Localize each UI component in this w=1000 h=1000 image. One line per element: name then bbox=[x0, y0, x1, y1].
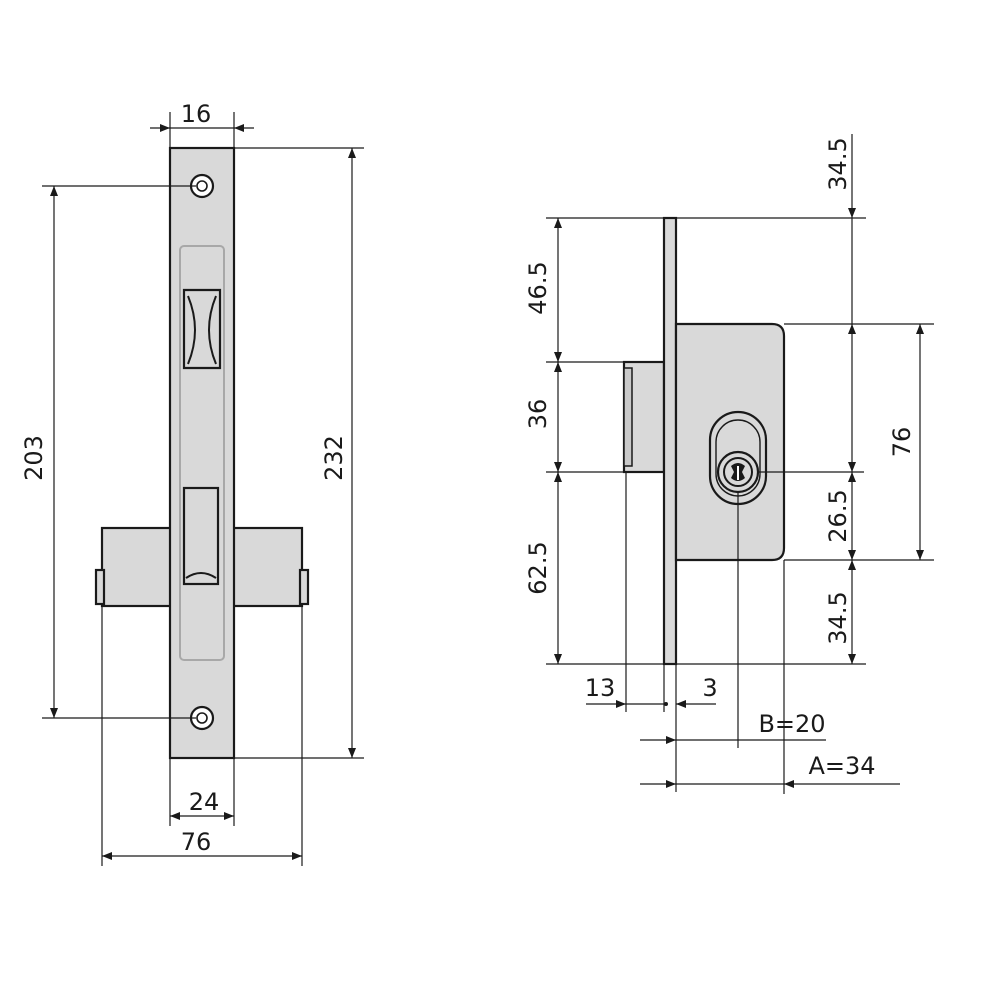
dim-body-height: 76 bbox=[888, 427, 916, 458]
case-right-tab bbox=[298, 568, 310, 606]
dim-backset-b: B=20 bbox=[758, 710, 825, 738]
dim-faceplate-height: 232 bbox=[320, 435, 348, 481]
case-left-tab bbox=[94, 568, 106, 606]
dim-bottom-offset: 34.5 bbox=[824, 591, 852, 644]
dim-upper-height: 46.5 bbox=[524, 261, 552, 314]
dim-plate-thickness: 3 bbox=[702, 674, 717, 702]
side-view: 46.5 36 62.5 34.5 26.5 34.5 76 13 3 B=20 bbox=[524, 134, 934, 794]
dim-backset-a: A=34 bbox=[808, 752, 875, 780]
dim-lower-height: 62.5 bbox=[524, 541, 552, 594]
bottom-screw-hole bbox=[189, 705, 215, 731]
dim-case-width: 76 bbox=[181, 828, 212, 856]
deadbolt bbox=[182, 486, 220, 586]
dim-case-depth: 24 bbox=[189, 788, 220, 816]
dim-faceplate-width: 16 bbox=[181, 100, 212, 128]
faceplate-edge bbox=[662, 216, 678, 666]
dim-bolt-projection: 13 bbox=[585, 674, 616, 702]
keyhole-icon bbox=[716, 450, 760, 494]
dim-screw-spacing: 203 bbox=[20, 435, 48, 481]
dim-top-offset: 34.5 bbox=[824, 137, 852, 190]
dim-cylinder-offset: 26.5 bbox=[824, 489, 852, 542]
front-view: 16 203 232 24 76 bbox=[20, 100, 364, 866]
dim-bolt-height: 36 bbox=[524, 399, 552, 430]
